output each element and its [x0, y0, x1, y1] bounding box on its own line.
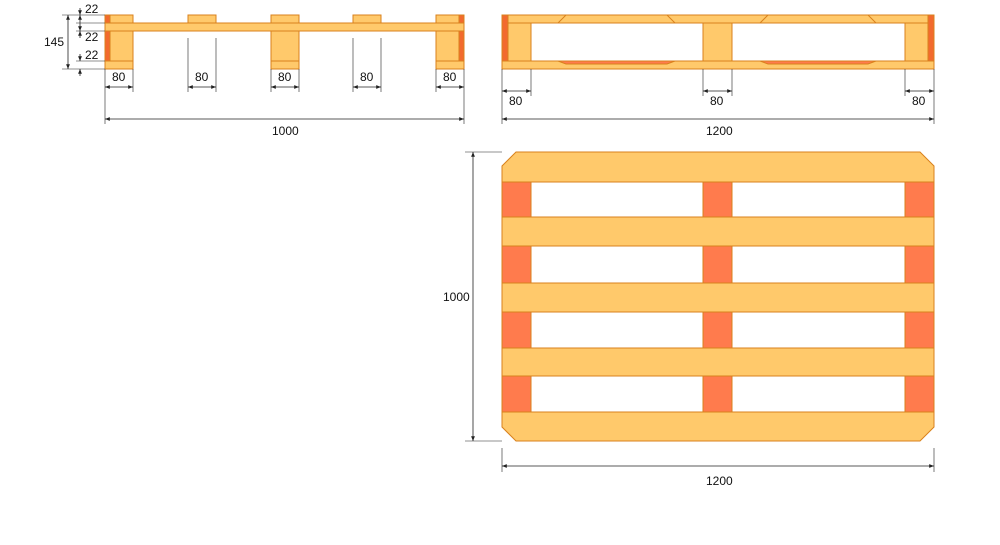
top-block-r1-left: [501, 181, 532, 218]
side-bottom-board-5: [435, 60, 465, 70]
side-top-thickness-label: 22: [85, 2, 99, 16]
top-opening-r2-b: [731, 245, 906, 284]
side-bottom-board-1: [104, 60, 134, 70]
side-overall-width-label: 1000: [272, 124, 299, 138]
top-block-r4-left: [501, 375, 532, 413]
side-middle-thickness-label: 22: [85, 30, 99, 44]
top-width-dimension: 1200: [501, 448, 935, 488]
top-opening-r4-a: [530, 375, 704, 413]
top-opening-r3-a: [530, 311, 704, 349]
end-block-middle: [702, 22, 733, 62]
side-block-width-1: 80: [112, 70, 126, 84]
top-block-r1-middle: [702, 181, 733, 218]
side-height-label: 145: [44, 35, 64, 49]
top-view-boards: [501, 151, 935, 442]
top-deck-board-4: [501, 347, 935, 377]
end-bottom-board: [501, 60, 935, 70]
top-block-r4-right: [904, 375, 935, 413]
end-overall-width-label: 1200: [706, 124, 733, 138]
side-height-dimension: 145 22 22 22: [44, 2, 105, 76]
top-opening-r4-b: [731, 375, 906, 413]
end-block-width-2: 80: [710, 94, 724, 108]
top-deck-board-3: [501, 282, 935, 313]
top-depth-label: 1000: [443, 290, 470, 304]
top-block-r3-middle: [702, 311, 733, 349]
end-view: 80 80 80 1200: [501, 14, 935, 138]
end-block-width-1: 80: [509, 94, 523, 108]
side-bottom-board-3: [270, 60, 300, 70]
top-block-r2-right: [904, 245, 935, 284]
side-block-width-2: 80: [195, 70, 209, 84]
top-deck-board-1: [501, 151, 935, 183]
top-block-r1-right: [904, 181, 935, 218]
end-block-width-3: 80: [912, 94, 926, 108]
side-block-4: [352, 14, 382, 24]
top-width-label: 1200: [706, 474, 733, 488]
end-deck-board-right: [758, 14, 878, 24]
top-opening-r1-b: [731, 181, 906, 218]
top-block-r2-middle: [702, 245, 733, 284]
top-opening-r2-a: [530, 245, 704, 284]
side-block-width-5: 80: [443, 70, 457, 84]
end-overall-dimension: 1200: [502, 117, 934, 138]
top-depth-dimension: 1000: [443, 151, 502, 442]
end-bottom-slat-left: [557, 60, 676, 65]
side-block-width-3: 80: [278, 70, 292, 84]
top-view-openings: [530, 181, 906, 413]
side-overall-dimension: 1000: [104, 92, 464, 138]
top-block-r2-left: [501, 245, 532, 284]
top-block-r3-left: [501, 311, 532, 349]
top-opening-r3-b: [731, 311, 906, 349]
side-block-2: [187, 14, 217, 24]
end-block-width-dimensions: 80 80 80: [501, 69, 935, 124]
side-top-board: [104, 22, 465, 32]
top-block-r4-middle: [702, 375, 733, 413]
side-block-width-4: 80: [360, 70, 374, 84]
end-bottom-slat-right: [759, 60, 877, 65]
top-deck-board-2: [501, 216, 935, 247]
side-block-width-dimensions: 80 80 80 80 80: [104, 38, 465, 124]
top-opening-r1-a: [530, 181, 704, 218]
side-view: 145 22 22 22 80 80 80 80 80: [44, 2, 465, 138]
side-bottom-thickness-label: 22: [85, 48, 99, 62]
top-view: 1000 1200: [443, 151, 935, 488]
top-block-r3-right: [904, 311, 935, 349]
end-deck-board-left: [556, 14, 677, 24]
top-deck-board-5: [501, 411, 935, 442]
